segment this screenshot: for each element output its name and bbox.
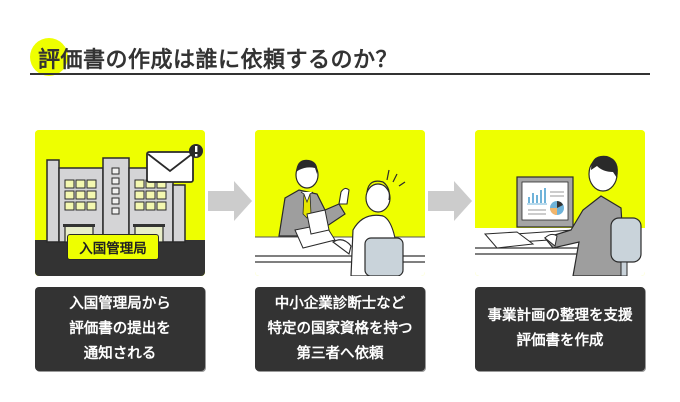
- page-title-block: 評価書の作成は誰に依頼するのか？: [30, 38, 650, 76]
- arrow-right-icon: [428, 181, 472, 221]
- mail-icon: [146, 144, 203, 183]
- caption-line: 中小企業診断士など: [274, 295, 406, 312]
- person-at-computer-icon: [475, 130, 645, 276]
- consultation-meeting-icon: [255, 130, 425, 276]
- page-title: 評価書の作成は誰に依頼するのか？: [38, 48, 399, 73]
- title-accent-dot: [30, 38, 68, 76]
- caption-line: 通知される: [83, 345, 157, 362]
- caption-line: 第三者へ依頼: [296, 345, 384, 362]
- step-3-illustration: [475, 130, 645, 276]
- building-label: 入国管理局: [67, 234, 159, 260]
- step-2-illustration: [255, 130, 425, 276]
- step-2-caption: 中小企業診断士など 特定の国家資格を持つ 第三者へ依頼: [255, 287, 425, 371]
- caption-line: 入国管理局から: [69, 295, 171, 312]
- step-1-illustration: 入国管理局: [35, 130, 205, 276]
- caption-line: 評価書の提出を: [69, 320, 171, 337]
- step-3-caption: 事業計画の整理を支援 評価書を作成: [475, 287, 645, 371]
- caption-line: 評価書を作成: [516, 333, 604, 349]
- step-1-caption: 入国管理局から 評価書の提出を 通知される: [35, 287, 205, 371]
- arrow-right-icon: [208, 181, 252, 221]
- caption-line: 特定の国家資格を持つ: [267, 320, 413, 337]
- title-underline: [30, 73, 650, 75]
- government-building-icon: [35, 130, 205, 276]
- caption-line: 事業計画の整理を支援: [487, 308, 633, 324]
